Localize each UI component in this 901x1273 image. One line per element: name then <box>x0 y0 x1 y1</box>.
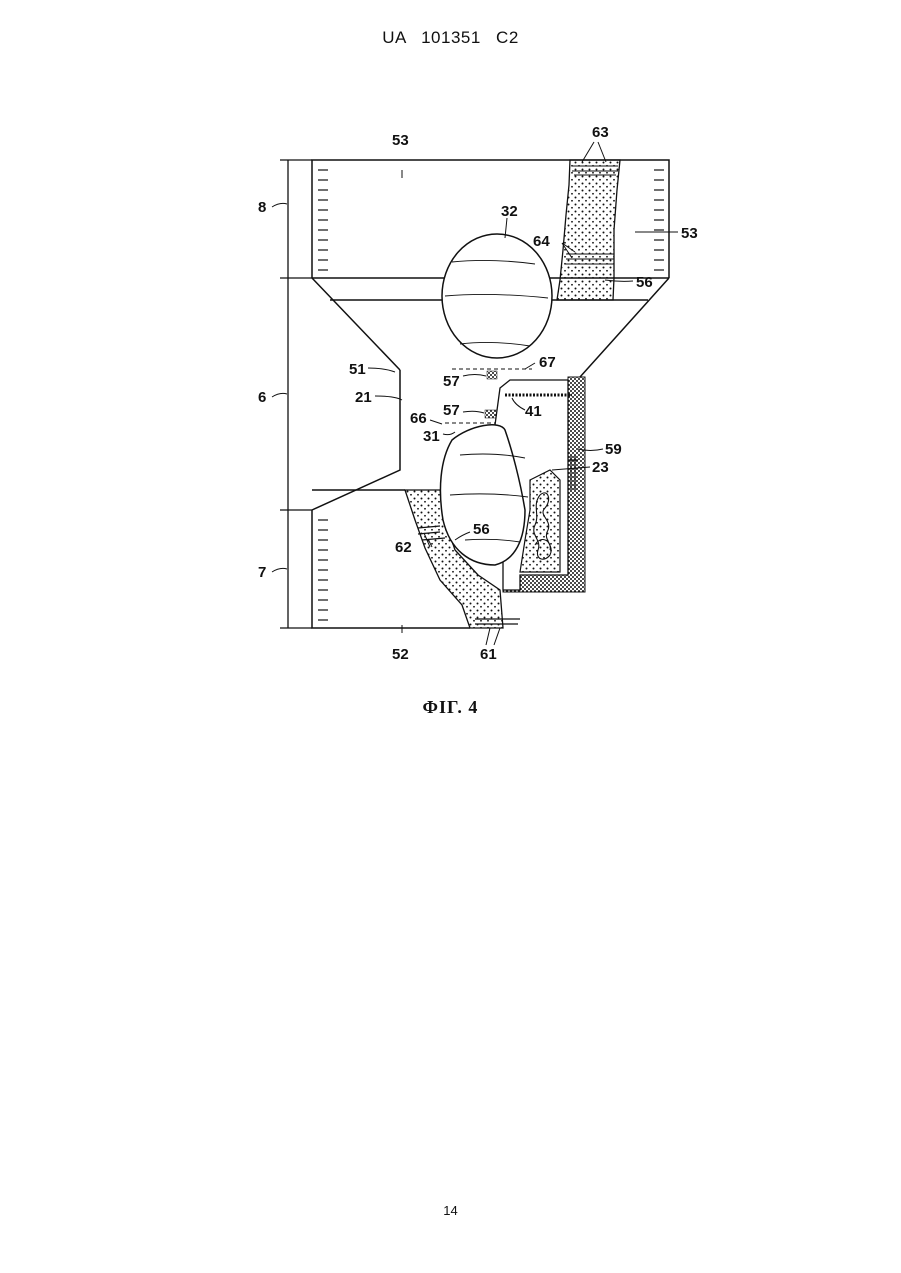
rear-dotted-band <box>557 160 620 300</box>
label-51: 51 <box>349 361 366 378</box>
label-66: 66 <box>410 410 427 427</box>
label-57-top: 57 <box>443 373 460 390</box>
label-53-top: 53 <box>392 132 409 149</box>
label-64: 64 <box>533 233 550 250</box>
label-8: 8 <box>258 199 266 216</box>
label-31: 31 <box>423 428 440 445</box>
label-21: 21 <box>355 389 372 406</box>
label-56-top: 56 <box>636 274 653 291</box>
label-7: 7 <box>258 564 266 581</box>
label-53-right: 53 <box>681 225 698 242</box>
label-61: 61 <box>480 646 497 663</box>
marker-57-bottom <box>485 410 497 418</box>
page-number: 14 <box>0 1203 901 1218</box>
figure-caption: ФІГ. 4 <box>0 697 901 718</box>
label-67: 67 <box>539 354 556 371</box>
label-32: 32 <box>501 203 518 220</box>
label-41: 41 <box>525 403 542 420</box>
label-52: 52 <box>392 646 409 663</box>
label-57-bottom: 57 <box>443 402 460 419</box>
label-23: 23 <box>592 459 609 476</box>
label-6: 6 <box>258 389 266 406</box>
marker-57-top <box>487 371 497 379</box>
label-63: 63 <box>592 124 609 141</box>
label-56-bottom: 56 <box>473 521 490 538</box>
rear-opening-oval <box>442 234 552 358</box>
label-59: 59 <box>605 441 622 458</box>
leader-lines <box>272 142 678 645</box>
label-62: 62 <box>395 539 412 556</box>
